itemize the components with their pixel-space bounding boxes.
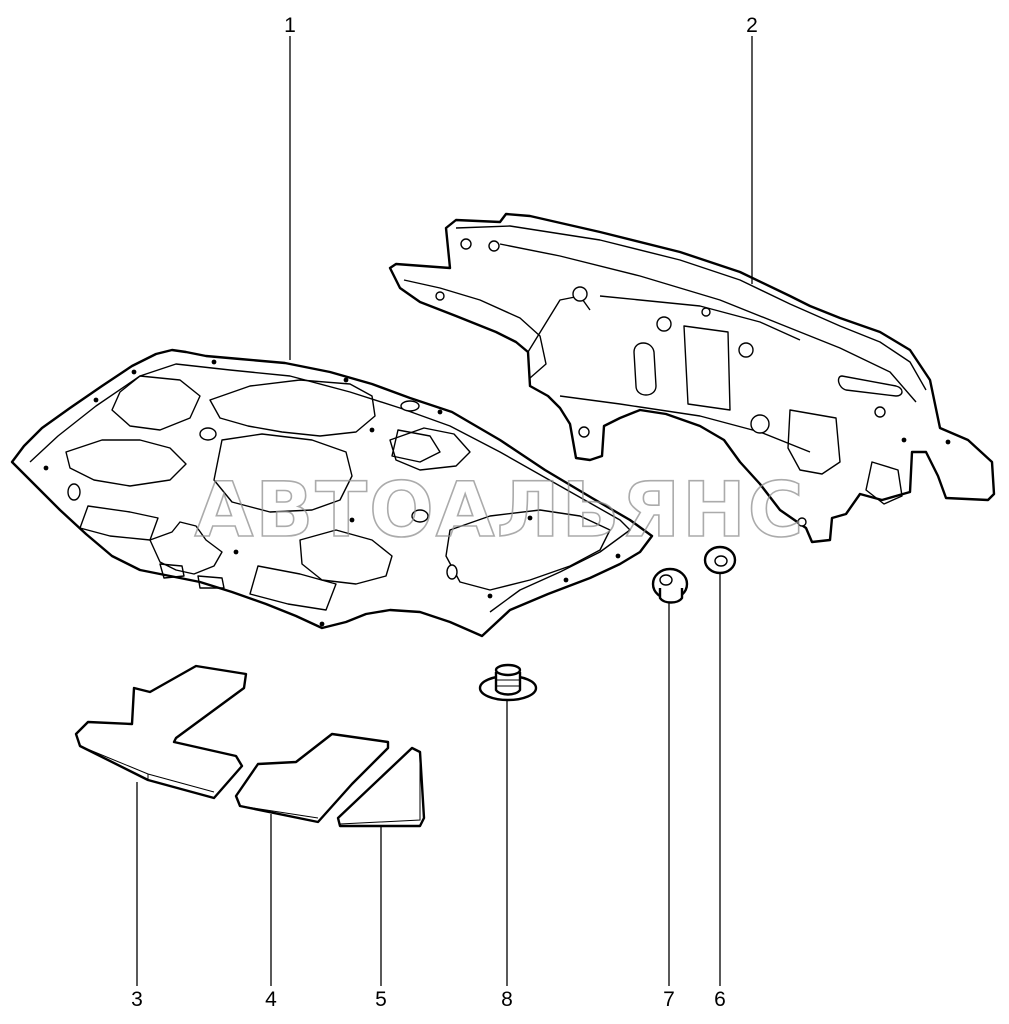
callout-5: 5 bbox=[375, 988, 387, 1011]
callout-labels: 1 2 3 4 5 6 7 8 bbox=[131, 14, 758, 1011]
callout-3: 3 bbox=[131, 988, 143, 1011]
part-2-upper-insulation bbox=[388, 212, 996, 544]
callout-1: 1 bbox=[284, 14, 296, 37]
callout-6: 6 bbox=[714, 988, 726, 1011]
leader-lines bbox=[136, 36, 753, 986]
part-6-washer bbox=[703, 545, 737, 575]
part-4-pad bbox=[234, 732, 390, 824]
callout-8: 8 bbox=[501, 988, 513, 1011]
part-3-pad bbox=[74, 664, 248, 800]
callout-4: 4 bbox=[265, 988, 277, 1011]
callout-7: 7 bbox=[663, 988, 675, 1011]
watermark: АВТОАЛЬЯНС bbox=[195, 465, 806, 554]
part-8-clip bbox=[478, 663, 538, 702]
part-7-nut bbox=[651, 567, 689, 604]
part-5-pad bbox=[336, 746, 426, 828]
part-1-hood-insulation bbox=[10, 348, 654, 638]
callout-2: 2 bbox=[746, 14, 758, 37]
